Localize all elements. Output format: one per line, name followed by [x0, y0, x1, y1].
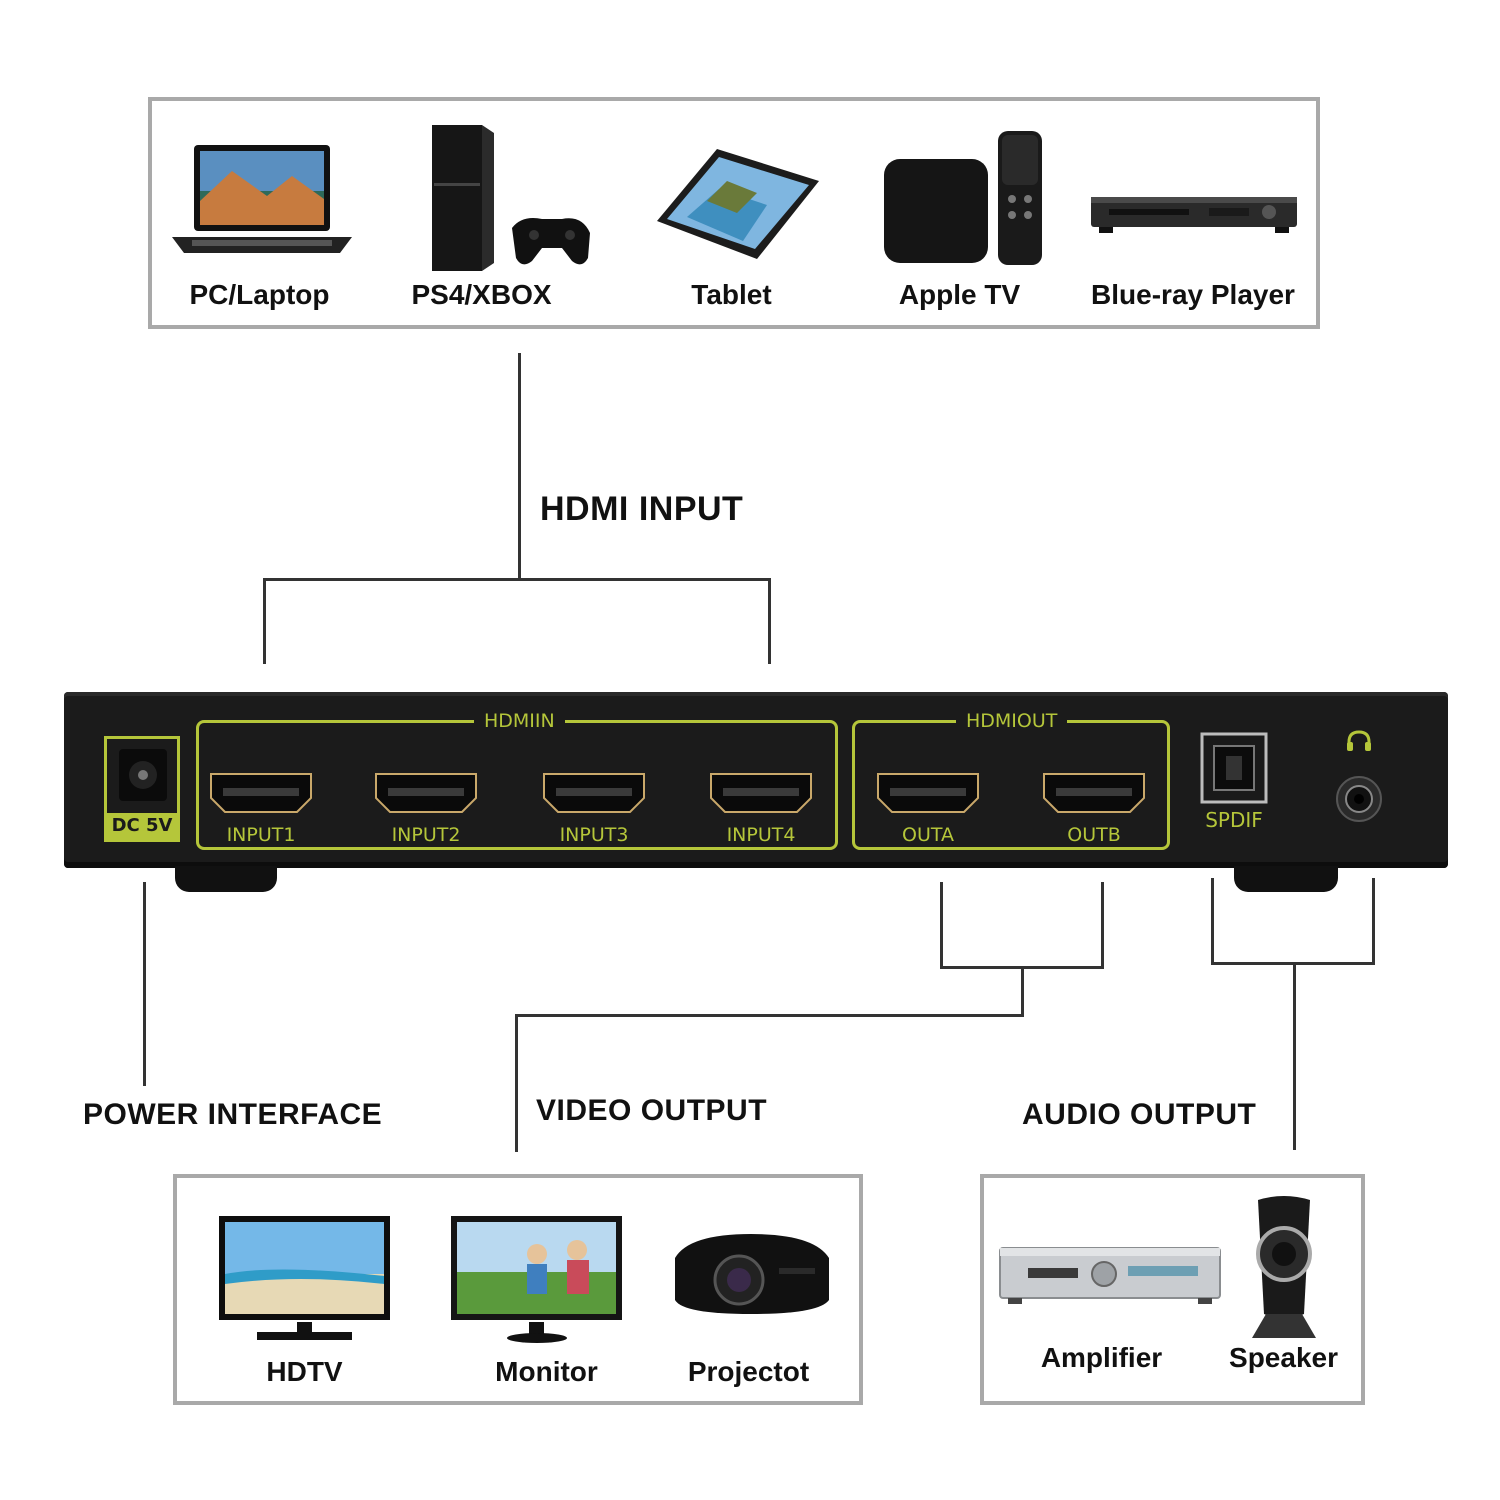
hdmi-in-title: HDMIIN: [474, 710, 565, 732]
bluray-player-icon: [1091, 197, 1297, 233]
spdif-optical-port[interactable]: [1200, 732, 1268, 804]
game-console-icon: [432, 125, 590, 271]
source-label-ps4-xbox: PS4/XBOX: [411, 279, 552, 310]
switch-device: DC 5V HDMIIN HDMIOUT INPUT1 INPUT2 INPUT…: [64, 692, 1448, 868]
video-label-monitor: Monitor: [495, 1356, 598, 1387]
source-label-bluray-player: Blue-ray Player: [1091, 279, 1295, 310]
hdmi-port-outb[interactable]: [1042, 772, 1146, 814]
spdif-label: SPDIF: [1205, 808, 1263, 832]
hdmi-port-input4[interactable]: [709, 772, 813, 814]
dc-power-jack[interactable]: DC 5V: [104, 736, 180, 842]
hdmi-out-title: HDMIOUT: [956, 710, 1068, 732]
video-out-left-line: [940, 882, 943, 968]
laptop-icon: [172, 145, 352, 253]
source-label-apple-tv: Apple TV: [898, 279, 1021, 310]
audio-output-label: AUDIO OUTPUT: [1022, 1098, 1257, 1131]
source-devices-box: PC/Laptop PS4/XBOX Tablet Apple TV Blue-…: [148, 97, 1320, 329]
tablet-icon: [657, 149, 819, 259]
audio-3-5mm-jack[interactable]: [1334, 774, 1384, 824]
video-out-right-line: [1101, 882, 1104, 968]
port-label-outa: OUTA: [902, 824, 954, 846]
video-out-horizontal-line: [515, 1014, 1024, 1017]
hdmi-input-label: HDMI INPUT: [540, 490, 744, 528]
projector-icon: [675, 1234, 829, 1314]
dc-label: DC 5V: [107, 813, 177, 839]
video-out-drop-line: [515, 1014, 518, 1152]
hdtv-icon: [219, 1216, 390, 1340]
audio-out-drop-line: [1293, 962, 1296, 1150]
video-out-down-line: [1021, 966, 1024, 1017]
source-label-pc-laptop: PC/Laptop: [189, 279, 330, 310]
device-foot-right: [1234, 866, 1338, 892]
device-foot-left: [175, 866, 277, 892]
port-label-input1: INPUT1: [226, 824, 296, 846]
hdmi-port-input3[interactable]: [542, 772, 646, 814]
port-label-input3: INPUT3: [559, 824, 629, 846]
dc-jack-socket-icon: [119, 749, 167, 801]
monitor-icon: [451, 1216, 622, 1343]
input-branch-left-line: [263, 578, 266, 664]
input-branch-right-line: [768, 578, 771, 664]
hdmi-port-input2[interactable]: [374, 772, 478, 814]
port-label-input2: INPUT2: [391, 824, 461, 846]
hdmi-port-outa[interactable]: [876, 772, 980, 814]
video-label-hdtv: HDTV: [266, 1356, 343, 1387]
amplifier-icon: [999, 1247, 1221, 1304]
video-output-label: VIDEO OUTPUT: [536, 1094, 768, 1127]
audio-out-left-line: [1211, 878, 1214, 964]
input-trunk-line: [518, 353, 521, 580]
audio-out-right-line: [1372, 878, 1375, 964]
power-interface-label: POWER INTERFACE: [83, 1098, 383, 1131]
speaker-icon: [1252, 1196, 1316, 1338]
headphone-icon: [1347, 730, 1371, 751]
audio-output-box: Amplifier Speaker: [980, 1174, 1365, 1405]
input-branch-line: [263, 578, 771, 581]
video-output-box: HDTV Monitor Projectot: [173, 1174, 863, 1405]
source-label-tablet: Tablet: [691, 279, 772, 310]
port-label-input4: INPUT4: [726, 824, 796, 846]
power-line: [143, 882, 146, 1086]
audio-label-amplifier: Amplifier: [1040, 1342, 1163, 1373]
audio-label-speaker: Speaker: [1229, 1342, 1338, 1373]
port-label-outb: OUTB: [1067, 824, 1121, 846]
apple-tv-icon: [884, 131, 1042, 265]
video-label-projectot: Projectot: [687, 1356, 810, 1387]
hdmi-port-input1[interactable]: [209, 772, 313, 814]
